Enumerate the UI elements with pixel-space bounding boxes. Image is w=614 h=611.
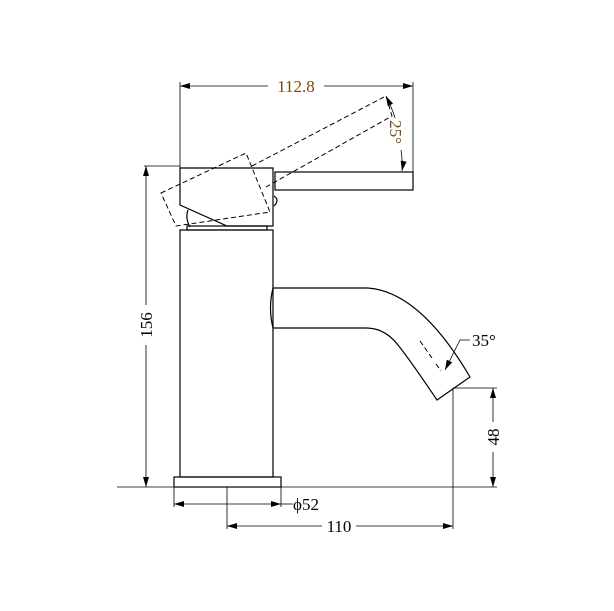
lever-head <box>179 167 274 227</box>
spout <box>273 287 471 401</box>
body <box>179 229 274 478</box>
spout-joint <box>269 287 274 329</box>
dim-width-top: 112.8 <box>179 77 414 172</box>
dim-height: 156 <box>137 165 180 487</box>
dim-lever-angle-label: 25° <box>386 120 405 144</box>
dim-spout-height-label: 48 <box>484 429 503 446</box>
dim-spout-angle: 35° <box>444 331 496 371</box>
dim-spout-angle-label: 35° <box>472 331 496 350</box>
dim-lever-angle: 25° <box>385 95 407 172</box>
dim-height-label: 156 <box>137 312 156 338</box>
dim-spout-height: 48 <box>453 387 503 487</box>
base <box>173 476 282 488</box>
lever-handle <box>274 171 414 191</box>
dim-reach-label: 110 <box>327 517 352 536</box>
dim-width-top-label: 112.8 <box>277 77 315 96</box>
dim-reach: 110 <box>226 388 454 536</box>
faucet-outline <box>173 167 471 488</box>
dim-base-diameter-label: ϕ52 <box>293 495 319 514</box>
lever-knob <box>273 195 278 207</box>
dim-base-diameter: ϕ52 <box>173 487 319 514</box>
